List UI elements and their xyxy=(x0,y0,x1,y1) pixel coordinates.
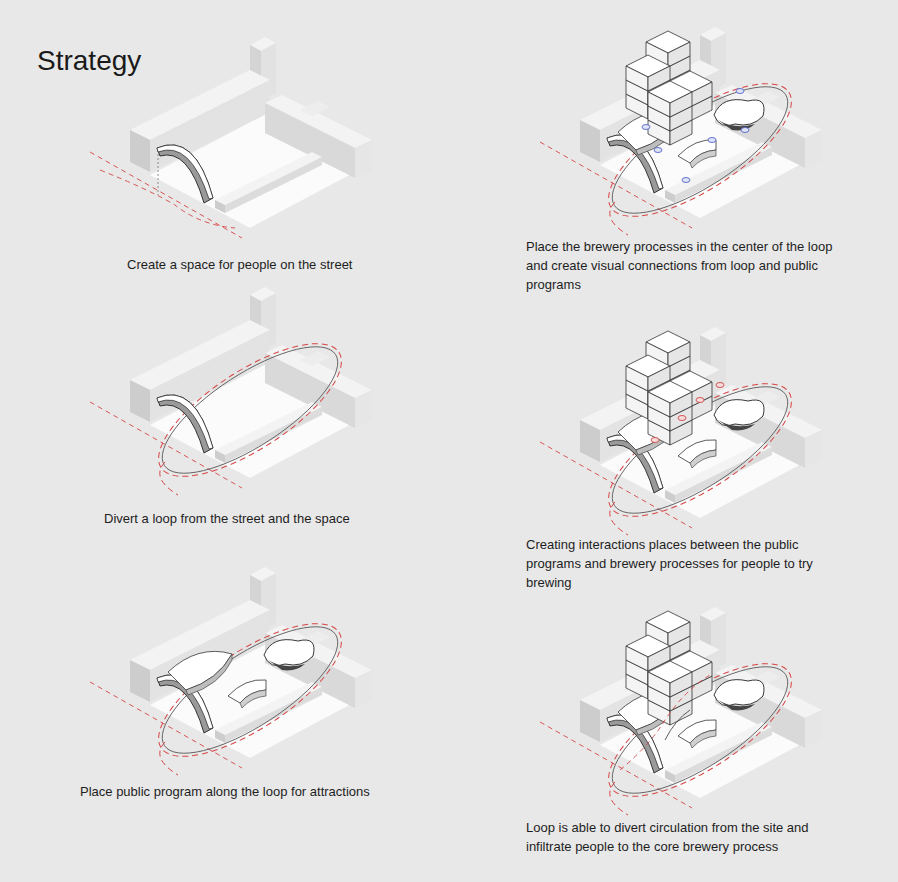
step-caption: Divert a loop from the street and the sp… xyxy=(104,509,350,528)
view-point xyxy=(708,138,716,143)
panel-loop xyxy=(90,287,372,500)
interaction-places xyxy=(651,383,724,443)
brewery-stack xyxy=(626,31,712,145)
loop-path xyxy=(140,600,360,781)
public-programs xyxy=(168,640,314,708)
step-caption: Place public program along the loop for … xyxy=(80,782,370,801)
view-point xyxy=(741,128,749,133)
site-massing xyxy=(90,567,372,768)
interaction-point xyxy=(716,383,724,388)
visual-connections xyxy=(642,89,749,183)
brewery-stack xyxy=(626,611,712,725)
infiltration-line xyxy=(665,710,690,740)
view-point xyxy=(642,125,650,130)
infiltration-path xyxy=(620,675,710,770)
diagram-title: Strategy xyxy=(37,44,141,78)
guide-line xyxy=(158,150,159,195)
interaction-point xyxy=(696,398,704,403)
site-massing xyxy=(540,27,822,228)
panel-interactions xyxy=(540,327,822,540)
panel-infiltrate xyxy=(540,607,822,820)
site-massing xyxy=(90,287,372,488)
step-caption: Loop is able to divert circulation from … xyxy=(526,818,838,856)
panel-brewery-center xyxy=(540,27,822,240)
step-caption: Creating interactions places between the… xyxy=(526,535,838,592)
street-curve xyxy=(100,170,235,228)
interaction-point xyxy=(678,416,686,421)
brewery-stack xyxy=(626,331,712,445)
step-caption: Create a space for people on the street xyxy=(127,255,352,274)
loop-path xyxy=(140,320,360,501)
street-shell xyxy=(157,145,213,203)
step-caption: Place the brewery processes in the cente… xyxy=(526,237,838,294)
interaction-point xyxy=(651,438,659,443)
site-massing xyxy=(540,327,822,528)
street-shell xyxy=(157,395,213,453)
panel-public-program xyxy=(90,567,372,780)
view-point xyxy=(682,178,690,183)
view-point xyxy=(736,89,744,94)
site-massing xyxy=(540,607,822,808)
view-point xyxy=(654,148,662,153)
